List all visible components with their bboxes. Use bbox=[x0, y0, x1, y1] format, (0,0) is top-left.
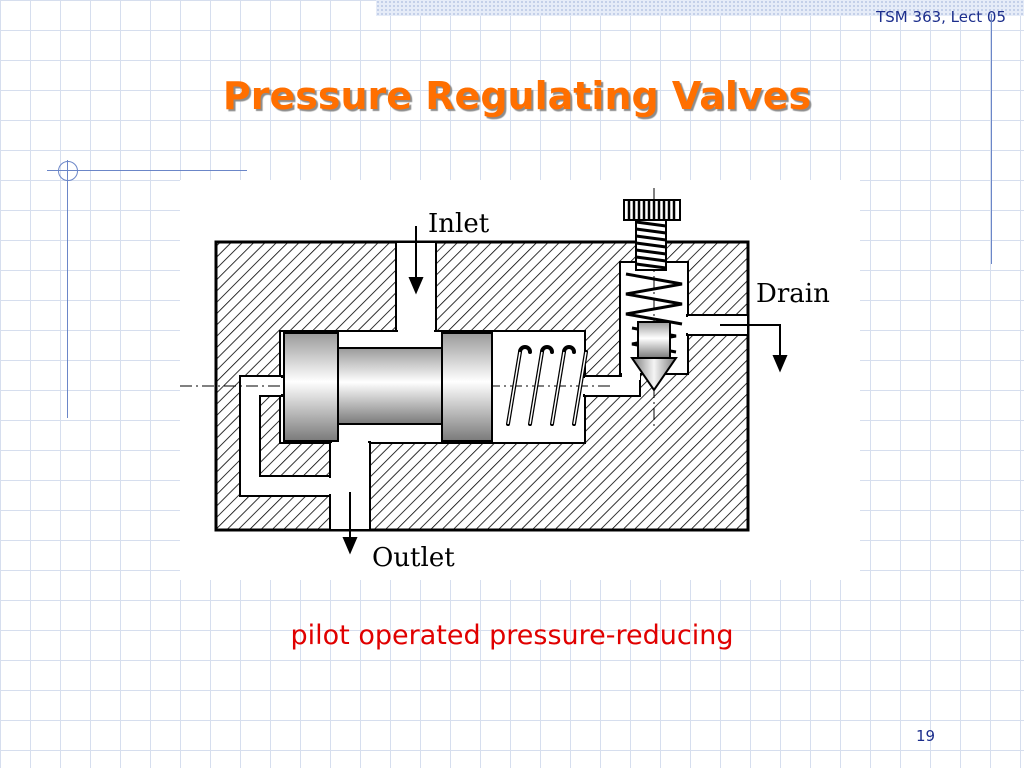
adjustment-knob bbox=[623, 199, 681, 221]
decorative-vertical-line-right bbox=[991, 14, 992, 264]
pilot-poppet bbox=[630, 321, 678, 392]
drain-label: Drain bbox=[756, 279, 830, 309]
header-band bbox=[376, 0, 1024, 16]
lecture-reference: TSM 363, Lect 05 bbox=[876, 8, 1006, 26]
slide-title: Pressure Regulating Valves bbox=[222, 74, 812, 118]
adjustment-screw bbox=[635, 217, 667, 271]
spool bbox=[283, 332, 493, 442]
inlet-label: Inlet bbox=[428, 209, 490, 239]
valve-diagram-svg: Inlet Drain Outlet bbox=[180, 188, 830, 573]
decorative-vertical-line-left bbox=[67, 160, 68, 418]
decorative-circle bbox=[58, 161, 78, 181]
decorative-horizontal-line bbox=[47, 170, 247, 171]
inlet-arrow bbox=[408, 226, 424, 295]
diagram-caption: pilot operated pressure-reducing bbox=[290, 620, 734, 651]
valve-diagram: Inlet Drain Outlet bbox=[180, 180, 860, 580]
page-number: 19 bbox=[916, 727, 936, 745]
drain-arrow bbox=[720, 324, 788, 373]
outlet-arrow bbox=[342, 492, 358, 555]
outlet-label: Outlet bbox=[372, 543, 455, 573]
